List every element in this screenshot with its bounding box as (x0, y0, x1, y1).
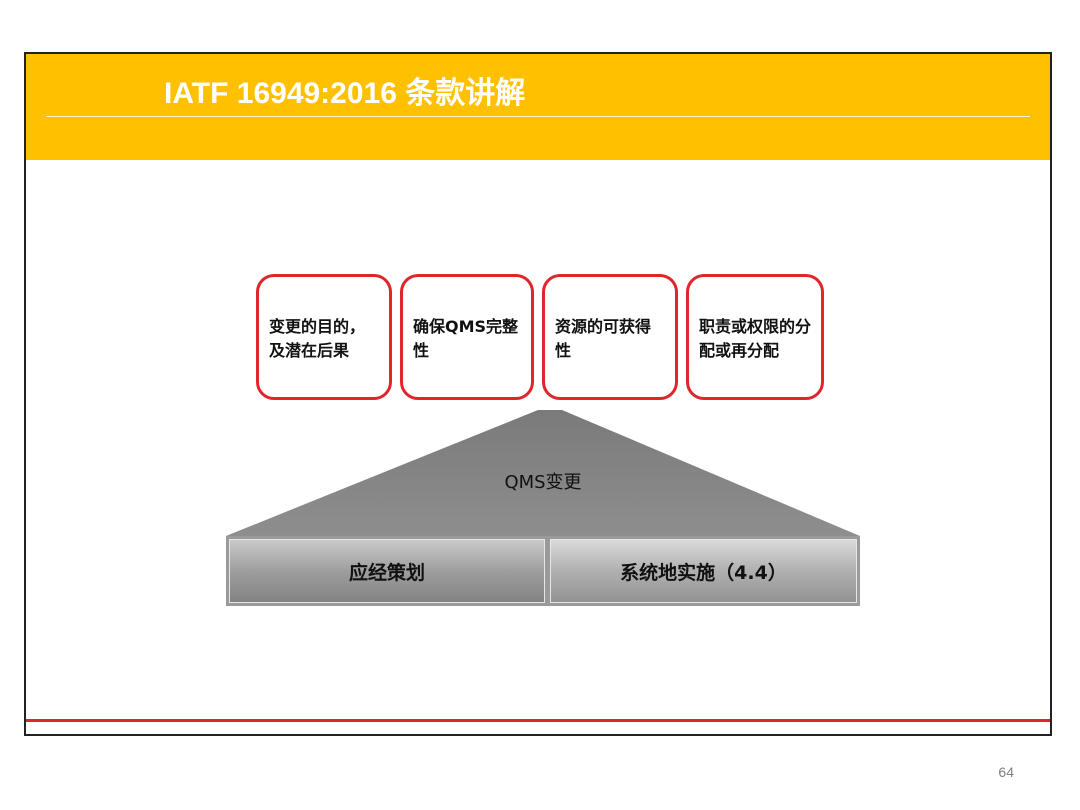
box-responsibility-allocation: 职责或权限的分 配或再分配 (686, 274, 824, 400)
box-text-line: 及潜在后果 (269, 341, 350, 360)
box-text-line: 变更的目的， (269, 317, 366, 336)
box-text-line: 职责或权限的分 (699, 317, 812, 336)
slide: IATF 16949:2016 条款讲解 变更的目的， 及潜在后果 确保QMS完… (24, 52, 1052, 736)
pyramid-label: QMS变更 (504, 472, 582, 493)
box-text-line: 资源的可获得 (555, 317, 652, 336)
slide-title: IATF 16949:2016 条款讲解 (164, 77, 526, 110)
box-text-line: 确保QMS完整 (413, 317, 519, 336)
base-segment-planned: 应经策划 (229, 539, 545, 603)
page-number: 64 (998, 764, 1014, 780)
box-text-line: 配或再分配 (699, 341, 780, 360)
pyramid-triangle (226, 410, 860, 536)
box-text-line: 性 (413, 341, 430, 360)
pyramid-base: 应经策划 系统地实施（4.4） (226, 536, 860, 606)
slide-header: IATF 16949:2016 条款讲解 (26, 54, 1050, 160)
base-segment-systematic: 系统地实施（4.4） (550, 539, 857, 603)
box-change-purpose: 变更的目的， 及潜在后果 (256, 274, 392, 400)
box-qms-integrity: 确保QMS完整 性 (400, 274, 534, 400)
footer-divider (26, 719, 1050, 722)
box-text-line: 性 (555, 341, 572, 360)
box-resource-availability: 资源的可获得 性 (542, 274, 678, 400)
header-divider (46, 116, 1030, 117)
